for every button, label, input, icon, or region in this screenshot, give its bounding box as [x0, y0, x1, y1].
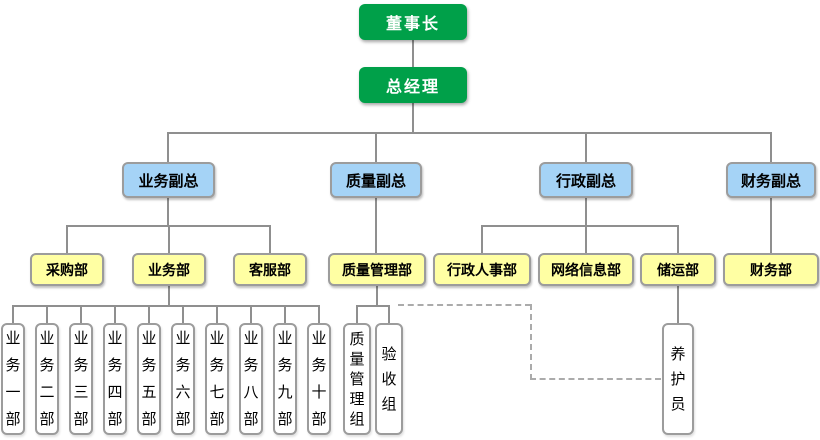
connector-stub-unit-9	[284, 305, 286, 323]
node-vp-admin: 行政副总	[539, 162, 633, 198]
connector-stub-admin-hr	[481, 225, 483, 253]
connector-stub-purchasing	[66, 225, 68, 253]
dashed-connector-vertical	[530, 304, 532, 380]
connector-stub-vp-business	[167, 132, 169, 162]
connector-vp-bus	[167, 132, 772, 134]
node-dept-customer-service: 客服部	[233, 253, 307, 286]
node-unit-maintenance-staff: 养护员	[662, 323, 694, 435]
node-unit-business-4: 业务四部	[103, 323, 127, 435]
node-vp-business: 业务副总	[122, 162, 215, 198]
connector-stub-unit-2	[46, 305, 48, 323]
connector-admin-bus	[481, 225, 678, 227]
node-general-manager: 总经理	[359, 67, 467, 103]
connector-stub-unit-10	[318, 305, 320, 323]
node-unit-business-8: 业务八部	[239, 323, 263, 435]
connector-stub-unit-7	[216, 305, 218, 323]
connector-stub-vp-finance	[770, 132, 772, 162]
connector-stub-vp-quality	[375, 132, 377, 162]
connector-stub-unit-5	[148, 305, 150, 323]
node-unit-business-5: 业务五部	[137, 323, 161, 435]
node-dept-network-info: 网络信息部	[538, 253, 634, 286]
connector-vp-quality-dept	[375, 198, 377, 253]
dashed-connector-top	[398, 304, 531, 306]
connector-storage-maintenance	[677, 286, 679, 323]
node-unit-business-6: 业务六部	[171, 323, 195, 435]
node-chairman: 董事长	[359, 4, 467, 40]
connector-stub-unit-3	[80, 305, 82, 323]
node-dept-business: 业务部	[132, 253, 206, 286]
connector-quality-dept-down	[376, 286, 378, 306]
connector-stub-unit-6	[182, 305, 184, 323]
connector-stub-customer-service	[269, 225, 271, 253]
connector-stub-storage	[677, 225, 679, 253]
node-unit-business-10: 业务十部	[307, 323, 331, 435]
node-vp-quality: 质量副总	[330, 162, 422, 198]
connector-units-bus	[12, 305, 320, 307]
node-unit-business-9: 业务九部	[273, 323, 297, 435]
node-dept-quality-management: 质量管理部	[328, 253, 426, 286]
connector-stub-acceptance-group	[388, 305, 390, 323]
connector-stub-quality-group	[356, 305, 358, 323]
connector-gm-down	[412, 103, 414, 133]
node-unit-business-7: 业务七部	[205, 323, 229, 435]
connector-quality-bus	[356, 305, 390, 307]
node-dept-storage-transport: 储运部	[640, 253, 716, 286]
connector-stub-unit-4	[114, 305, 116, 323]
connector-vp-finance-dept	[770, 198, 772, 253]
node-vp-finance: 财务副总	[726, 162, 816, 198]
connector-vp-business-down	[167, 198, 169, 226]
connector-business-dept-down	[168, 286, 170, 306]
node-unit-acceptance-group: 验收组	[375, 323, 403, 435]
node-dept-purchasing: 采购部	[30, 253, 104, 286]
node-unit-business-1: 业务一部	[1, 323, 25, 435]
connector-stub-business-dept	[168, 225, 170, 253]
connector-chairman-gm	[412, 40, 414, 67]
node-unit-business-2: 业务二部	[35, 323, 59, 435]
connector-stub-unit-1	[12, 305, 14, 323]
node-unit-business-3: 业务三部	[69, 323, 93, 435]
connector-stub-vp-admin	[585, 132, 587, 162]
connector-stub-network-info	[585, 225, 587, 253]
node-dept-finance: 财务部	[723, 253, 819, 286]
connector-vp-admin-down	[585, 198, 587, 226]
dashed-connector-bottom	[530, 378, 661, 380]
node-unit-quality-group: 质量管理组	[343, 323, 371, 435]
node-dept-admin-hr: 行政人事部	[433, 253, 531, 286]
connector-stub-unit-8	[250, 305, 252, 323]
